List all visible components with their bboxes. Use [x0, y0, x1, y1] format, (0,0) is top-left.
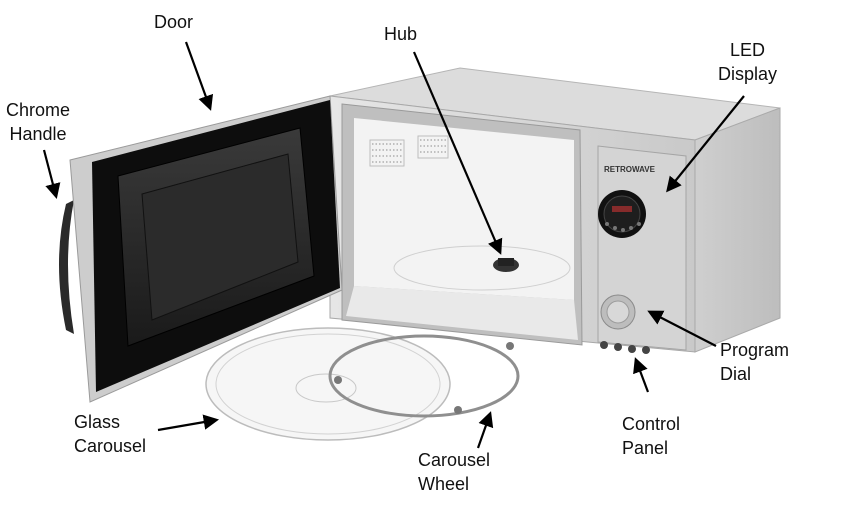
control-panel-label: Control Panel	[622, 414, 681, 458]
brand-text: RETROWAVE	[604, 165, 656, 174]
led-display-label: LED Display	[718, 40, 778, 84]
door-label: Door	[154, 12, 194, 32]
hub-label: Hub	[384, 24, 418, 44]
program-dial-label: Program Dial	[720, 340, 790, 384]
carousel-wheel-ring	[328, 334, 520, 418]
callout-arrows	[42, 41, 745, 449]
glass-carousel-plate	[205, 327, 451, 441]
hub-arrow	[412, 51, 503, 255]
microwave-door	[59, 95, 343, 403]
carousel-wheel-label: Carousel Wheel	[418, 450, 491, 494]
control-panel-strip	[597, 145, 687, 354]
program-dial-arrow	[647, 310, 717, 347]
chrome-handle-arrow	[42, 149, 61, 199]
glass-carousel-label: Glass Carousel	[74, 412, 147, 456]
door-arrow	[184, 41, 214, 111]
microwave-body	[329, 67, 781, 353]
carousel-wheel-arrow	[476, 411, 494, 449]
chrome-handle-label: Chrome Handle	[6, 100, 71, 144]
control-panel-arrow	[633, 357, 650, 393]
glass-carousel-arrow	[157, 414, 220, 432]
led-display-arrow	[666, 95, 745, 193]
